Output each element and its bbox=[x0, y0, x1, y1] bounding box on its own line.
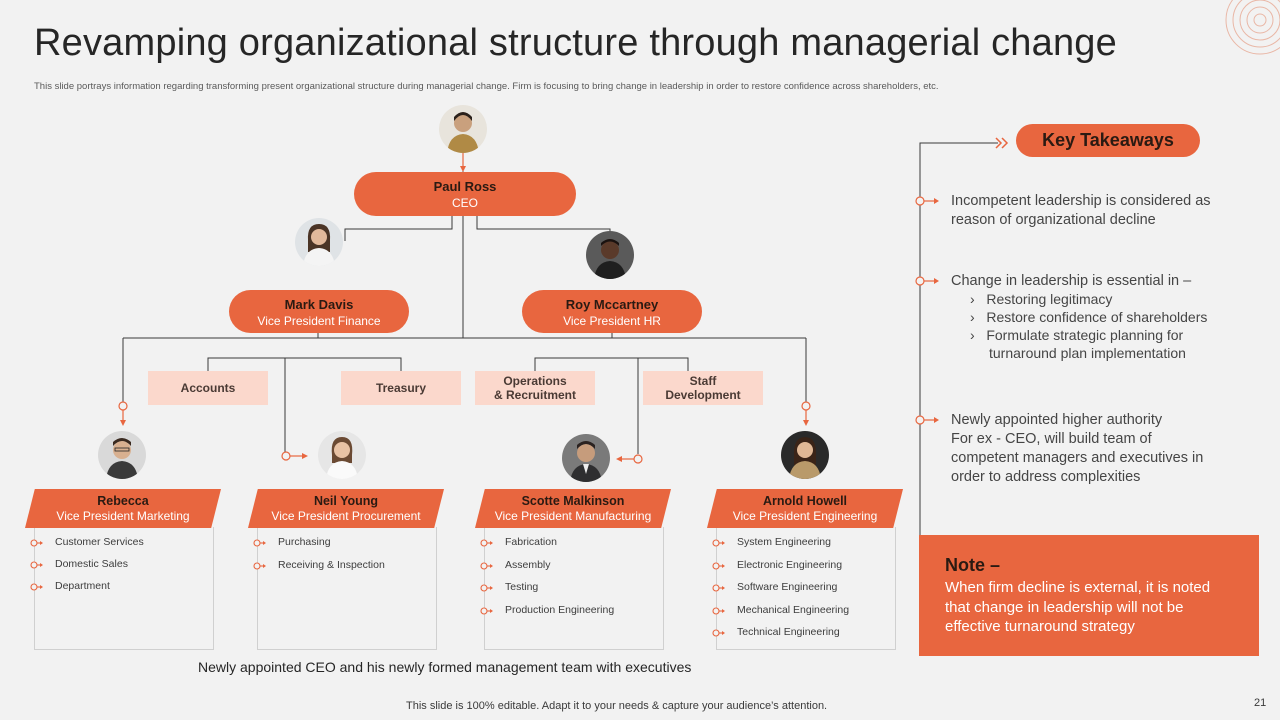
takeaway-2: Change in leadership is essential in – bbox=[951, 273, 1192, 289]
list-item: Mechanical Engineering bbox=[737, 603, 850, 616]
dept-staff-development: Staff Development bbox=[643, 371, 763, 405]
ceo-box: Paul Ross CEO bbox=[354, 172, 576, 216]
bullet-icon bbox=[480, 539, 493, 547]
vp-finance-box: Mark Davis Vice President Finance bbox=[229, 290, 409, 333]
footer-text: This slide is 100% editable. Adapt it to… bbox=[406, 700, 828, 712]
vp-finance-avatar bbox=[295, 218, 343, 266]
takeaway-2-subs: › Restoring legitimacy › Restore confide… bbox=[970, 291, 1208, 361]
bullet-icon bbox=[30, 583, 43, 591]
list-item: Customer Services bbox=[55, 536, 144, 548]
vp-finance-name: Mark Davis bbox=[284, 297, 354, 312]
list-item: Testing bbox=[505, 581, 539, 593]
bullet-icon bbox=[712, 561, 725, 570]
exec-name-procurement: Neil Young bbox=[313, 494, 379, 508]
exec-role-marketing: Vice President Marketing bbox=[56, 509, 190, 523]
list-item: Assembly bbox=[505, 558, 551, 571]
vp-engineering-avatar bbox=[781, 431, 829, 479]
org-chart-caption: Newly appointed CEO and his newly formed… bbox=[198, 659, 692, 675]
dept-treasury: Treasury bbox=[341, 371, 461, 405]
page-number: 21 bbox=[1254, 697, 1267, 709]
chevron-right-icon: › bbox=[970, 309, 975, 325]
bullet-icon bbox=[480, 606, 493, 615]
bullet-icon bbox=[253, 562, 266, 570]
vp-procurement-avatar bbox=[318, 431, 366, 479]
bullet-icon bbox=[712, 606, 725, 615]
key-takeaways-heading: Key Takeaways bbox=[1016, 124, 1200, 157]
bullet-icon bbox=[480, 584, 493, 592]
bullet-icon bbox=[712, 629, 725, 637]
vp-marketing-avatar bbox=[98, 431, 146, 479]
vp-hr-role: Vice President HR bbox=[563, 314, 661, 328]
vp-hr-box: Roy Mccartney Vice President HR bbox=[522, 290, 702, 333]
list-item: Technical Engineering bbox=[737, 626, 840, 638]
exec-role-engineering: Vice President Engineering bbox=[732, 509, 878, 523]
ceo-role: CEO bbox=[451, 196, 478, 210]
list-item: Software Engineering bbox=[737, 581, 838, 593]
dept-accounts: Accounts bbox=[148, 371, 268, 405]
note-box bbox=[919, 535, 1259, 656]
exec-box-procurement: Neil Young Vice President Procurement bbox=[248, 489, 444, 528]
vp-hr-name: Roy Mccartney bbox=[565, 297, 659, 312]
bullet-icon bbox=[712, 584, 725, 592]
bullet-icon bbox=[712, 539, 725, 547]
list-item: Receiving & Inspection bbox=[278, 559, 385, 571]
exec-box-manufacturing: Scotte Malkinson Vice President Manufact… bbox=[475, 489, 671, 528]
page-title: Revamping organizational structure throu… bbox=[34, 22, 1117, 64]
exec-list-procurement bbox=[257, 527, 437, 650]
exec-role-manufacturing: Vice President Manufacturing bbox=[494, 509, 652, 523]
exec-list-manufacturing bbox=[484, 527, 664, 650]
page-subtitle: This slide portrays information regardin… bbox=[34, 81, 939, 92]
ceo-avatar bbox=[439, 105, 487, 153]
list-item: System Engineering bbox=[737, 536, 831, 548]
exec-box-engineering: Arnold Howell Vice President Engineering bbox=[707, 489, 903, 528]
bullet-icon bbox=[480, 561, 493, 570]
vp-finance-role: Vice President Finance bbox=[257, 314, 381, 328]
list-item: Production Engineering bbox=[505, 603, 615, 616]
list-item: Purchasing bbox=[278, 536, 331, 548]
ceo-name: Paul Ross bbox=[433, 179, 497, 194]
takeaway-3: Newly appointed higher authority For ex … bbox=[951, 412, 1204, 485]
chevron-right-icon: › bbox=[970, 327, 975, 343]
bullet-icon bbox=[30, 561, 43, 569]
takeaway-1: Incompetent leadership is considered as … bbox=[951, 193, 1211, 228]
exec-name-engineering: Arnold Howell bbox=[762, 494, 848, 508]
dept-operations: Operations & Recruitment bbox=[475, 371, 595, 405]
list-item: Department bbox=[55, 580, 110, 592]
exec-role-procurement: Vice President Procurement bbox=[271, 509, 421, 523]
note-text: When firm decline is external, it is not… bbox=[945, 579, 1211, 635]
exec-name-marketing: Rebecca bbox=[97, 494, 149, 508]
concentric-circles-decoration bbox=[1225, 0, 1280, 55]
list-item: Electronic Engineering bbox=[737, 558, 843, 571]
bullet-icon bbox=[30, 539, 43, 547]
vp-manufacturing-avatar bbox=[562, 434, 610, 482]
exec-name-manufacturing: Scotte Malkinson bbox=[521, 494, 625, 508]
exec-box-marketing: Rebecca Vice President Marketing bbox=[25, 489, 221, 528]
list-item: Domestic Sales bbox=[55, 558, 128, 570]
vp-hr-avatar bbox=[586, 231, 634, 279]
exec-list-engineering bbox=[716, 527, 896, 650]
note-title: Note – bbox=[945, 555, 1001, 575]
chevron-right-icon: › bbox=[970, 291, 975, 307]
list-item: Fabrication bbox=[505, 536, 557, 548]
bullet-icon bbox=[253, 539, 266, 547]
exec-list-marketing bbox=[34, 527, 214, 650]
